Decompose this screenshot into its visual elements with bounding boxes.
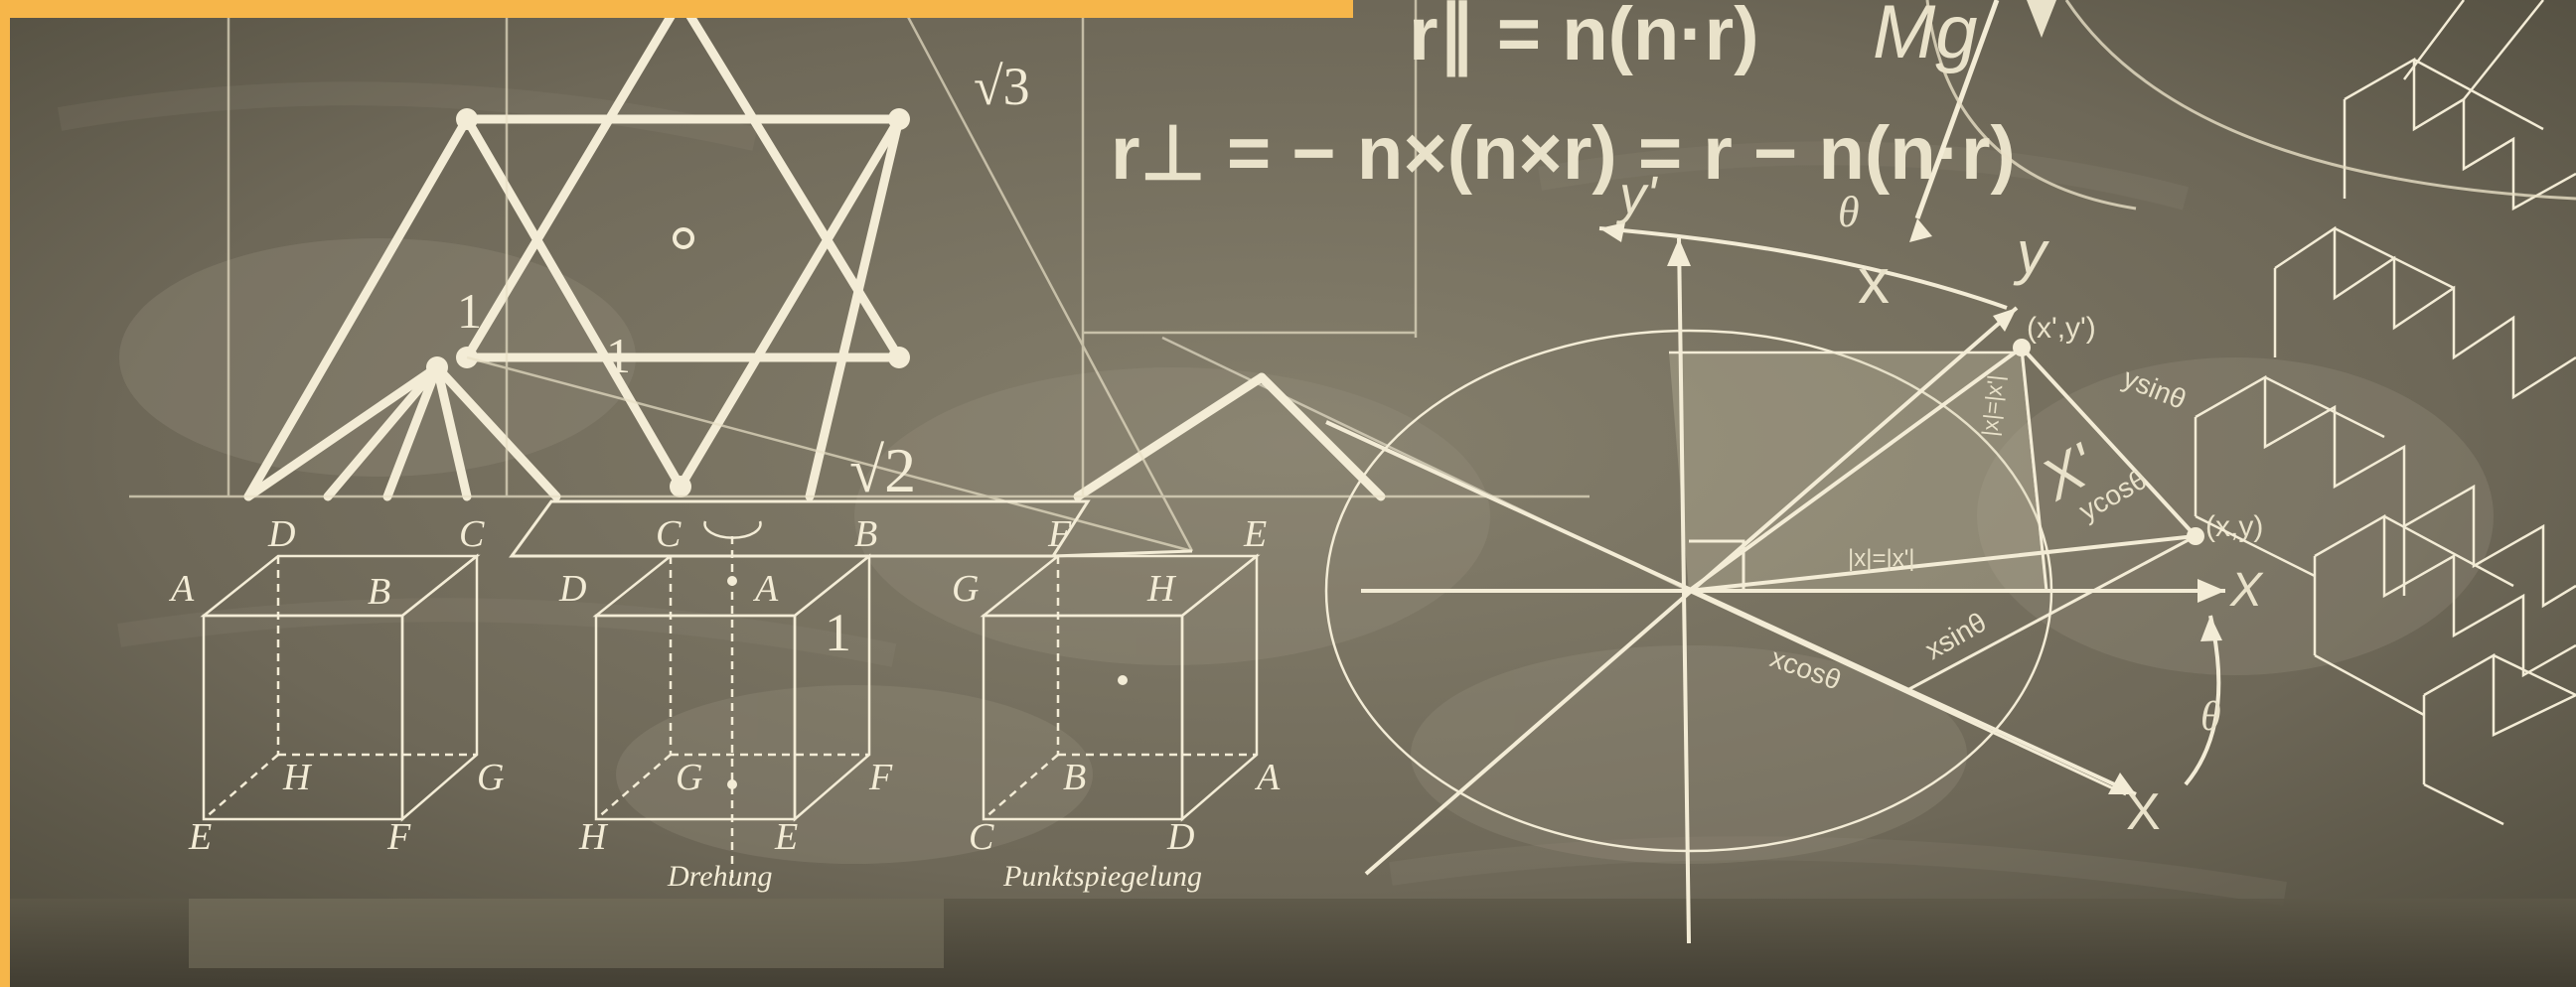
label-one-b: 1 bbox=[606, 328, 631, 383]
cube2-axis-dot-bottom bbox=[727, 779, 737, 789]
cube2-axis-dot-top bbox=[727, 576, 737, 586]
rot-label-theta-top: θ bbox=[1838, 188, 1860, 236]
rot-label-x-top: x bbox=[1858, 245, 1890, 317]
weight-arrow-icon bbox=[2027, 0, 2056, 38]
rot-label-norm: |x|=|x'| bbox=[1848, 545, 1915, 572]
cube1-label-D: D bbox=[267, 513, 295, 555]
accent-bar-top bbox=[0, 0, 1353, 18]
rotation-dots bbox=[2013, 339, 2204, 545]
label-sqrt3: √3 bbox=[974, 57, 1030, 116]
label-sqrt2: √2 bbox=[849, 435, 916, 505]
cube3-center-dot bbox=[1118, 675, 1128, 685]
rot-label-y-prime: y' bbox=[1615, 166, 1658, 225]
cube2-label-G: G bbox=[676, 757, 702, 798]
cube2-label-C: C bbox=[656, 513, 682, 555]
rot-label-point-prime: (x',y') bbox=[2027, 312, 2096, 345]
formula-weight: Mg bbox=[1873, 0, 1978, 74]
cube1-label-C: C bbox=[459, 513, 485, 555]
truss-thin-lines bbox=[129, 0, 1590, 553]
rot-label-x-right: X bbox=[2229, 564, 2264, 617]
stepped-blocks bbox=[2194, 0, 2576, 826]
cube-3 bbox=[980, 553, 1261, 822]
cube3-label-G: G bbox=[952, 568, 979, 610]
truss-diagram bbox=[243, 0, 1386, 501]
label-one-a: 1 bbox=[457, 283, 482, 339]
rot-label-theta-bottom: θ bbox=[2200, 694, 2221, 740]
rot-label-y: y bbox=[2013, 219, 2050, 286]
cube2-caption: Drehung bbox=[667, 860, 773, 893]
cube2-label-B: B bbox=[854, 513, 877, 555]
chalk-ledge-highlight bbox=[189, 899, 944, 968]
accent-bar-left bbox=[0, 0, 10, 987]
rotation-arrowheads bbox=[1599, 218, 2225, 794]
cube-2 bbox=[592, 520, 873, 884]
cube1-label-E: E bbox=[188, 816, 212, 858]
cube2-label-A: A bbox=[752, 568, 779, 610]
cube1-label-A: A bbox=[168, 568, 195, 610]
cube3-label-F: F bbox=[1047, 513, 1072, 555]
truss-joints bbox=[426, 108, 910, 497]
cube2-label-F: F bbox=[868, 757, 893, 798]
cube3-caption: Punktspiegelung bbox=[1002, 860, 1202, 893]
cube-1 bbox=[200, 553, 481, 822]
cube2-number: 1 bbox=[825, 603, 851, 662]
truss-center-mark bbox=[673, 227, 694, 249]
cube1-label-B: B bbox=[368, 571, 390, 613]
formula-perpendicular: r⊥ = − n×(n×r) = r − n(n·r) bbox=[1111, 111, 2016, 196]
formula-parallel: r∥ = n(n·r) bbox=[1409, 0, 1759, 77]
cube2-label-H: H bbox=[578, 816, 609, 858]
cube1-label-G: G bbox=[477, 757, 504, 798]
cube3-label-E: E bbox=[1243, 513, 1267, 555]
cube3-label-D: D bbox=[1166, 816, 1194, 858]
rot-label-x-bottom: X bbox=[2126, 783, 2161, 841]
cube2-label-E: E bbox=[774, 816, 798, 858]
cube2-label-D: D bbox=[558, 568, 586, 610]
cube1-label-H: H bbox=[282, 757, 313, 798]
cube3-label-H: H bbox=[1146, 568, 1177, 610]
cube3-label-B: B bbox=[1063, 757, 1086, 798]
cube3-label-A: A bbox=[1254, 757, 1281, 798]
cube3-label-C: C bbox=[969, 816, 994, 858]
large-arc bbox=[1925, 0, 2576, 211]
cube1-label-F: F bbox=[386, 816, 411, 858]
